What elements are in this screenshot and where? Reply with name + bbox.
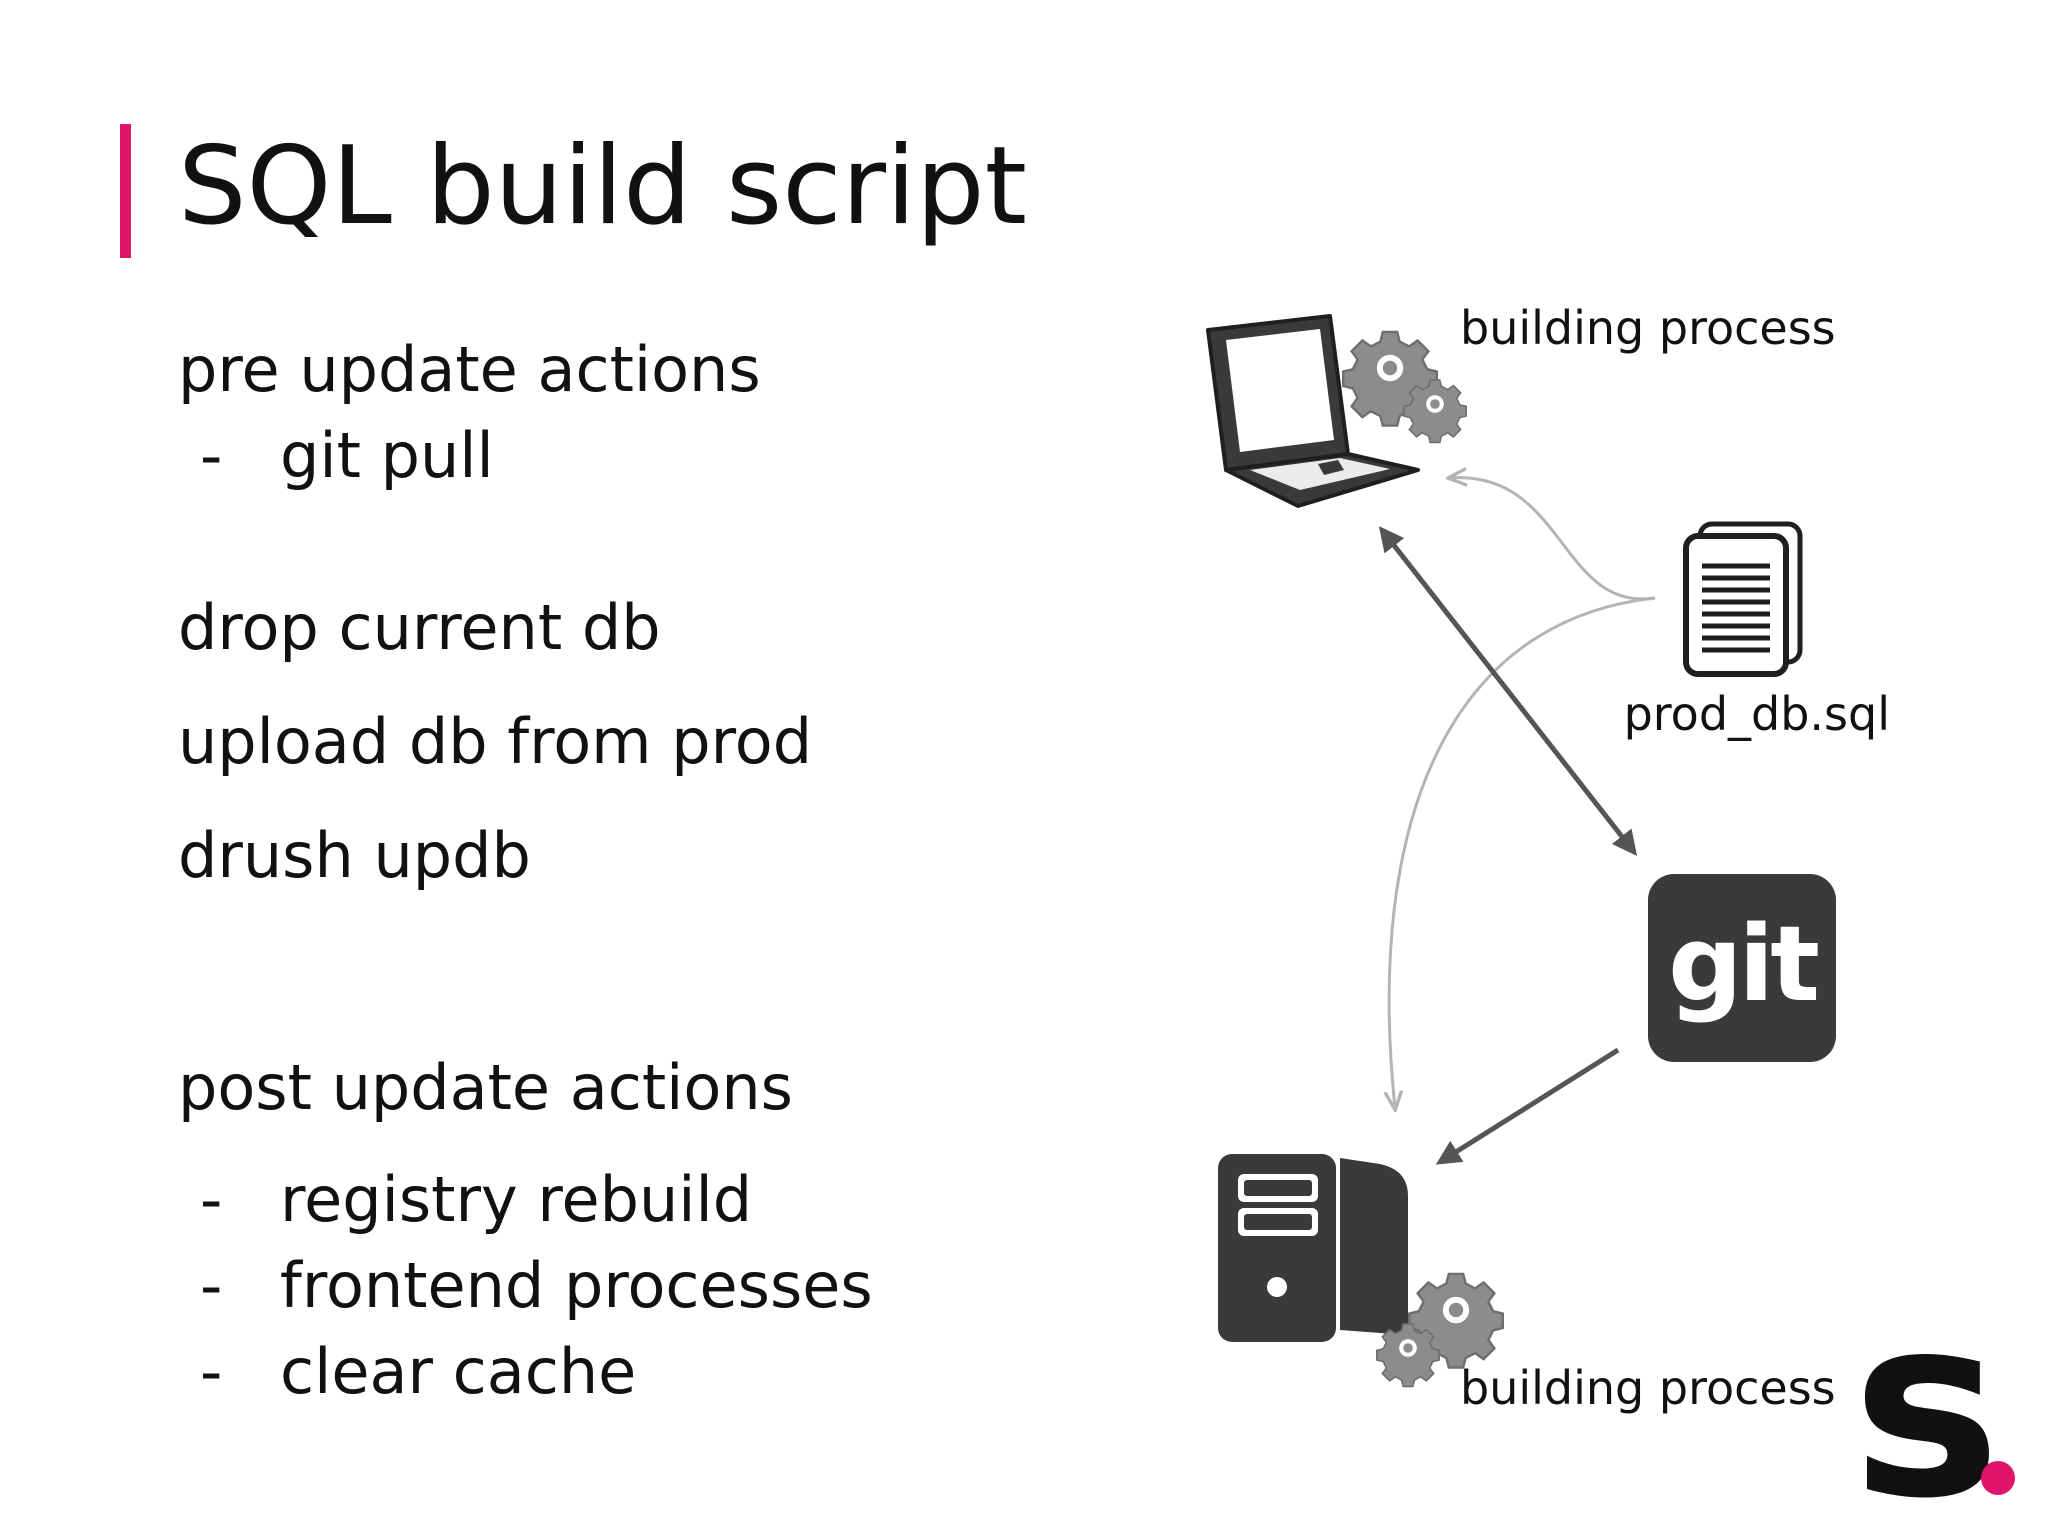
laptop-label: building process <box>1460 301 1836 355</box>
step-drop-current-db: drop current db <box>178 591 661 664</box>
bullet-dash: - <box>200 419 223 492</box>
flow-sql-to-server <box>1389 596 1656 1108</box>
post-update-item-clear-cache: clear cache <box>280 1335 637 1408</box>
pre-update-heading: pre update actions <box>178 333 761 406</box>
gear-icon <box>1341 330 1467 444</box>
bullet-dash: - <box>200 1249 223 1322</box>
pre-update-item-git-pull: git pull <box>280 419 494 492</box>
flow-sql-to-laptop <box>1450 478 1656 601</box>
post-update-heading: post update actions <box>178 1051 793 1124</box>
bullet-dash: - <box>200 1335 223 1408</box>
post-update-item-frontend-processes: frontend processes <box>280 1249 873 1322</box>
server-icon <box>1218 1154 1408 1342</box>
brand-logo: s <box>1852 1262 2015 1536</box>
sql-file-label: prod_db.sql <box>1624 687 1890 741</box>
laptop-icon <box>1206 314 1420 508</box>
step-drush-updb: drush updb <box>178 819 531 892</box>
server-label: building process <box>1460 1361 1836 1415</box>
git-logo-text: git <box>1668 903 1818 1025</box>
brand-logo-letter: s <box>1852 1262 2001 1536</box>
brand-logo-dot <box>1981 1461 2015 1495</box>
sql-file-icon <box>1683 521 1803 677</box>
git-logo: git <box>1648 874 1836 1062</box>
flow-laptop-git-bidirectional <box>1378 526 1638 856</box>
step-upload-db-from-prod: upload db from prod <box>178 705 813 778</box>
slide-title: SQL build script <box>178 124 1027 249</box>
title-accent-bar <box>120 124 131 258</box>
post-update-item-registry-rebuild: registry rebuild <box>280 1163 753 1236</box>
bullet-dash: - <box>200 1163 223 1236</box>
flow-git-to-server <box>1435 1047 1620 1165</box>
